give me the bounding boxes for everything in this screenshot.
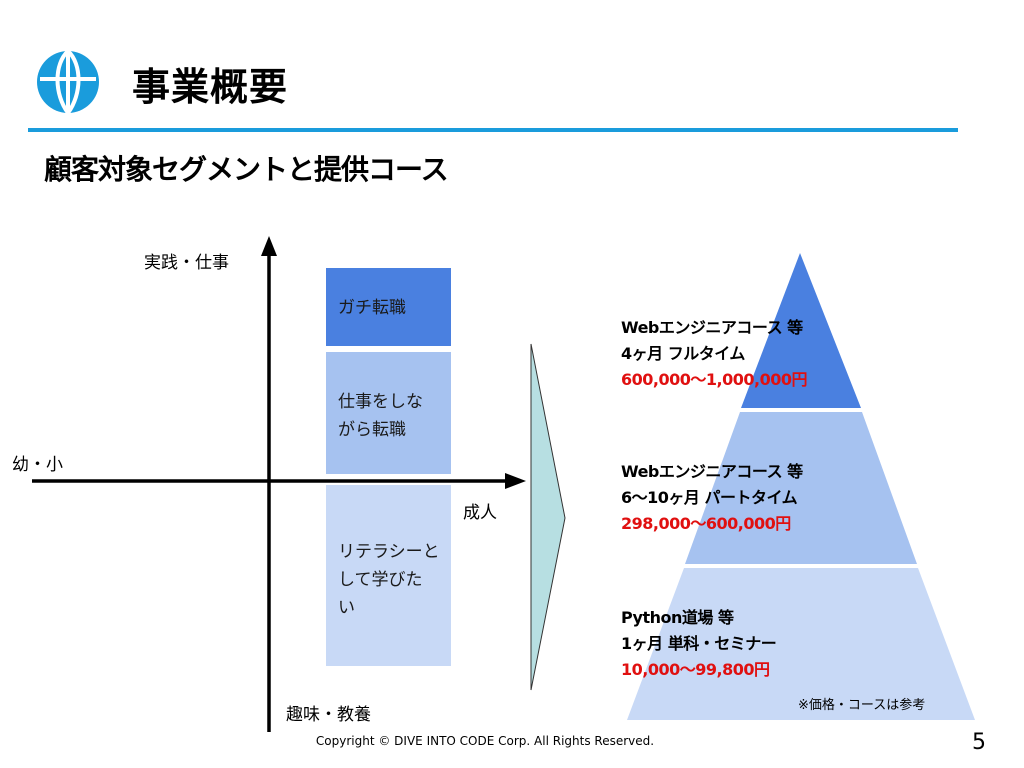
- globe-icon: [37, 48, 99, 116]
- page-number: 5: [972, 730, 986, 755]
- segment-box-work-while-changing: [326, 352, 451, 474]
- course-tier-fulltime: Webエンジニアコース 等 4ヶ月 フルタイム 600,000〜1,000,00…: [621, 315, 807, 393]
- header-divider: [28, 128, 958, 132]
- segment-box-career-change: [326, 268, 451, 346]
- course-name: Webエンジニアコース 等: [621, 318, 803, 337]
- reference-note: ※価格・コースは参考: [798, 698, 926, 713]
- axis-label-adult: 成人: [463, 503, 497, 523]
- course-name: Python道場 等: [621, 608, 734, 627]
- segment-box-literacy: [326, 485, 451, 666]
- axis-label-hobby-culture: 趣味・教養: [286, 705, 371, 725]
- vertical-axis-arrowhead: [261, 236, 277, 256]
- course-tier-parttime: Webエンジニアコース 等 6〜10ヶ月 パートタイム 298,000〜600,…: [621, 459, 803, 537]
- course-duration: 6〜10ヶ月 パートタイム: [621, 488, 798, 507]
- course-price: 10,000〜99,800円: [621, 660, 770, 679]
- course-price: 600,000〜1,000,000円: [621, 370, 807, 389]
- course-tier-seminar: Python道場 等 1ヶ月 単科・セミナー 10,000〜99,800円: [621, 605, 777, 683]
- segment-label-career-change: ガチ転職: [338, 294, 406, 322]
- pyramid-tier-middle: [685, 412, 917, 564]
- pyramid-tier-top: [741, 253, 861, 408]
- axis-label-practice-work: 実践・仕事: [144, 253, 229, 273]
- segment-label-line: して学びた: [338, 570, 423, 590]
- segment-label-literacy: リテラシーと して学びた い: [338, 538, 440, 622]
- course-name: Webエンジニアコース 等: [621, 462, 803, 481]
- page-title: 事業概要: [132, 65, 289, 109]
- segment-label-line: い: [338, 598, 355, 618]
- segment-label-work-while-changing: 仕事をしな がら転職: [338, 388, 423, 444]
- segment-label-line: ガチ転職: [338, 298, 406, 318]
- section-subtitle: 顧客対象セグメントと提供コース: [44, 153, 449, 186]
- course-duration: 4ヶ月 フルタイム: [621, 344, 745, 363]
- segment-label-line: がら転職: [338, 420, 406, 440]
- segment-label-line: 仕事をしな: [338, 392, 423, 412]
- segment-label-line: リテラシーと: [338, 542, 440, 562]
- course-duration: 1ヶ月 単科・セミナー: [621, 634, 777, 653]
- horizontal-axis-arrowhead: [505, 473, 526, 489]
- axis-label-child: 幼・小: [12, 455, 63, 475]
- pyramid-tier-bottom: [627, 568, 975, 720]
- copyright-footer: Copyright © DIVE INTO CODE Corp. All Rig…: [315, 734, 655, 748]
- funnel-arrow: [530, 343, 566, 691]
- course-price: 298,000〜600,000円: [621, 514, 791, 533]
